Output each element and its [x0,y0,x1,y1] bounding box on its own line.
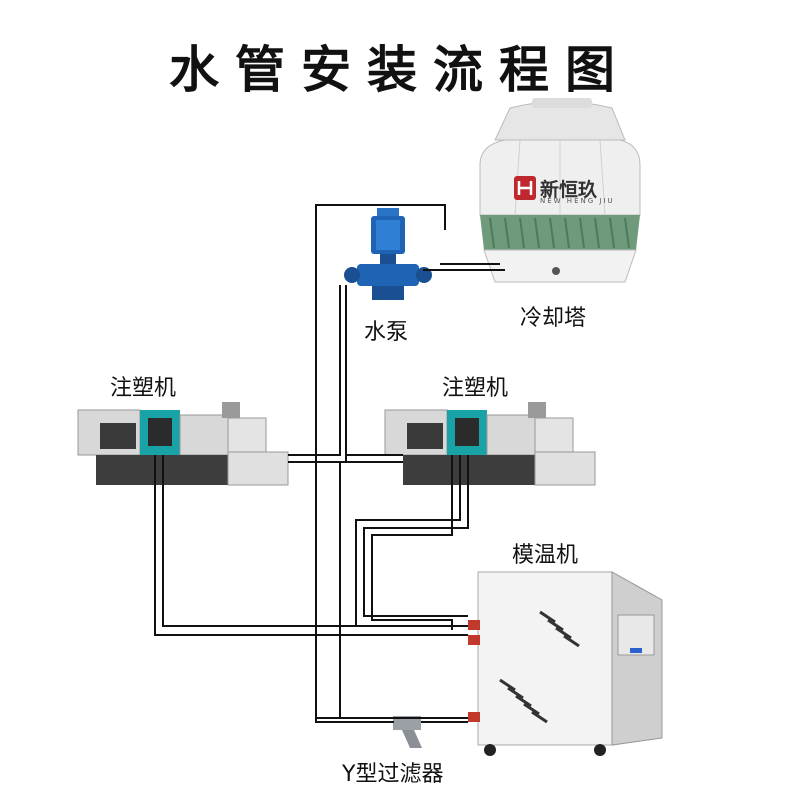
cooling-tower-label: 冷却塔 [520,306,587,331]
molding-machine-right-icon [384,402,596,486]
brand-name-en: NEW HENG JIU [540,197,615,205]
mold-temperature-controller-label: 模温机 [512,543,579,568]
mold-temperature-controller-icon [468,571,663,756]
molding-machine-left-icon [77,402,289,486]
pump-label: 水泵 [364,320,409,345]
brand-name-cn: 新恒玖 [540,179,598,201]
molding-machine-left-label: 注塑机 [110,376,177,401]
water-pump-icon [344,208,432,300]
page-title: 水管安装流程图 [169,41,631,99]
y-filter-icon [393,716,422,748]
molding-machine-right-label: 注塑机 [442,376,509,401]
pipe-network [154,204,505,723]
brand-logo-icon [514,176,536,200]
y-filter-label: Y型过滤器 [342,762,444,787]
